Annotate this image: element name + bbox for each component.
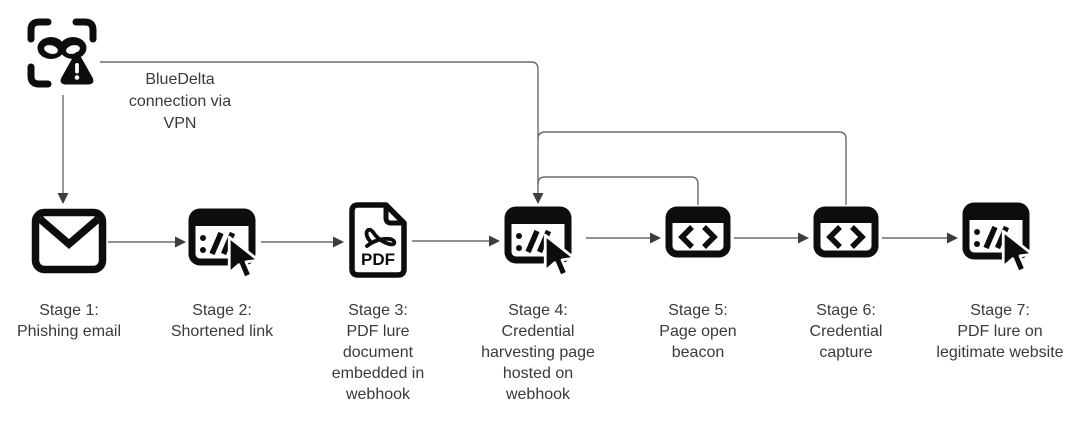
stage-5-code-window-icon <box>665 206 731 263</box>
warning-triangle-icon <box>60 52 94 85</box>
actor-connection-label: BlueDelta connection via VPN <box>128 71 232 132</box>
stage-1-email-envelope-icon <box>31 208 107 279</box>
arrowhead-right-stage6 <box>798 232 809 244</box>
stage-7-label: Stage 7: PDF lure on legitimate website <box>936 302 1064 361</box>
connector-stage5-to-stage4 <box>537 176 699 205</box>
arrowhead-down-stage4 <box>532 193 544 204</box>
cursor-icon <box>1001 229 1034 274</box>
arrowhead-right-stage5 <box>650 232 661 244</box>
stage-1-label: Stage 1: Phishing email <box>16 302 122 340</box>
arrowhead-down-stage1 <box>57 193 69 204</box>
arrowhead-right-stage3 <box>333 236 344 248</box>
stage-5-label: Stage 5: Page open beacon <box>659 302 737 361</box>
stage-7-browser-link-cursor-icon <box>962 202 1048 289</box>
masked-threat-actor-icon <box>27 18 97 95</box>
acrobat-logo-icon <box>364 227 397 248</box>
stage-3-pdf-document-icon: PDF <box>346 201 410 284</box>
connector-stage6-to-stage4 <box>537 131 847 205</box>
arrowhead-right-stage7 <box>947 232 958 244</box>
stage-2-browser-link-cursor-icon <box>188 208 274 295</box>
stage-6-code-window-icon <box>813 206 879 263</box>
stage-4-label: Stage 4: Credential harvesting page host… <box>481 302 595 403</box>
stage-3-label: Stage 3: PDF lure document embedded in w… <box>331 302 425 403</box>
cursor-icon <box>227 235 260 280</box>
svg-text:PDF: PDF <box>361 250 395 269</box>
stage-2-label: Stage 2: Shortened link <box>170 302 274 340</box>
stage-6-label: Stage 6: Credential capture <box>809 302 883 361</box>
arrowhead-right-stage4 <box>489 235 500 247</box>
arrowhead-right-stage2 <box>175 236 186 248</box>
stage-4-browser-link-cursor-icon <box>504 206 590 293</box>
cursor-icon <box>543 233 576 278</box>
